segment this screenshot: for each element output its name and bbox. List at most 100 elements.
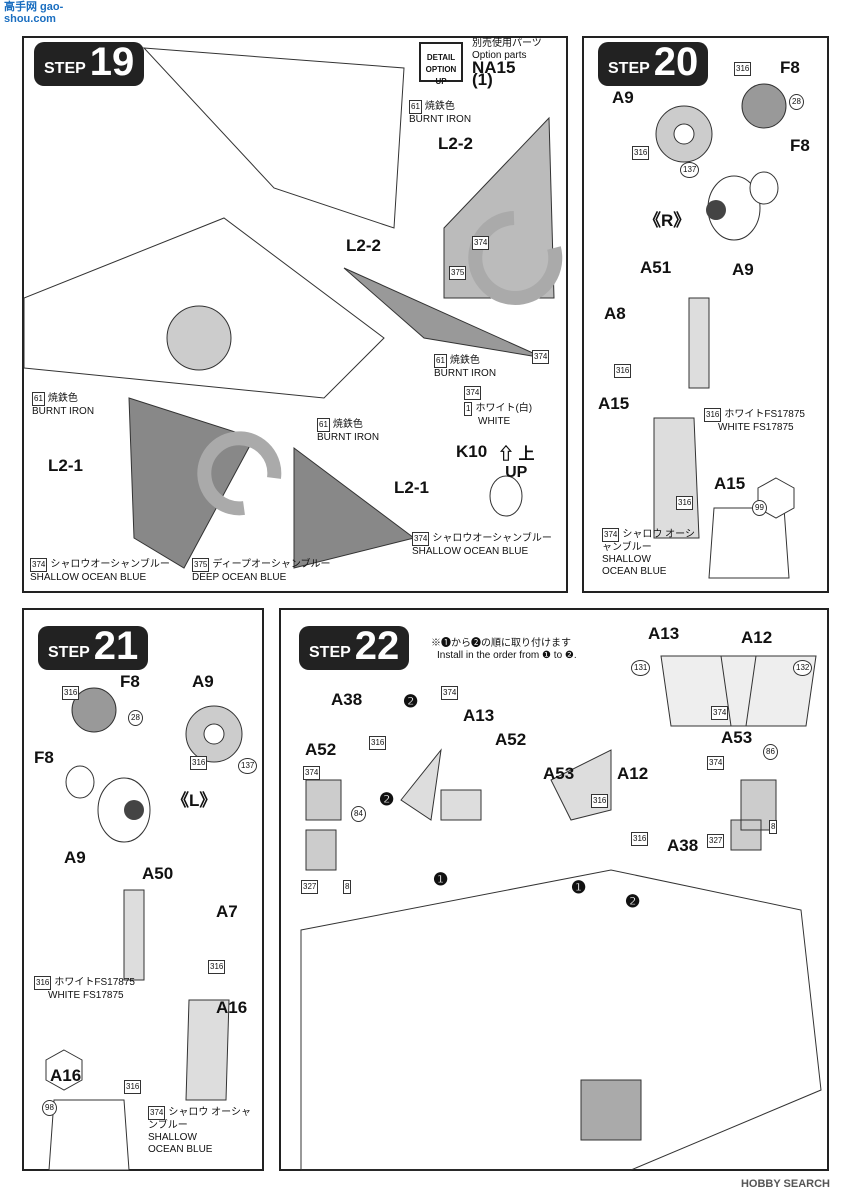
part-label: A51 (640, 258, 672, 277)
label-text: 316 (632, 146, 650, 160)
label-text: ホワイトFS17875 (54, 977, 135, 988)
label-text: NA15 (472, 58, 516, 77)
label-text: 1 (464, 402, 473, 416)
label-text: OCEAN BLUE (148, 1144, 213, 1155)
label-text: 316 (591, 794, 609, 808)
order-marker: ❶ (571, 878, 587, 897)
label-text: 28 (128, 710, 143, 726)
label-text: STEP (309, 644, 351, 661)
part-label: A52 (495, 730, 527, 749)
part-label: F8 (790, 136, 810, 155)
side-label: 《R》 (644, 211, 691, 230)
label-text: ホワイト(白) (475, 403, 533, 414)
part-label: A12 (617, 764, 649, 783)
label-text: WHITE FS17875 (718, 422, 794, 433)
step-19-illustration (24, 47, 563, 569)
label-text: 61 (409, 100, 422, 114)
part-label: A53 (543, 764, 575, 783)
part-label: L2-2 (438, 134, 473, 153)
label-text: 374 (711, 706, 729, 720)
part-label: A13 (648, 624, 680, 643)
part-label: F8 (780, 58, 800, 77)
label-text: シャロウ オーシャンブルー (148, 1107, 251, 1131)
part-label: A9 (732, 260, 754, 279)
part-label: A16 (216, 998, 248, 1017)
label-text: Install in the order from ❶ to ❷. (437, 650, 577, 661)
label-text: STEP (48, 644, 90, 661)
part-label: A9 (192, 672, 214, 691)
label-text: 132 (793, 660, 813, 676)
label-text: BURNT IRON (32, 406, 95, 417)
step-21-illustration (45, 687, 243, 1171)
label-text: 316 (190, 756, 208, 770)
label-text: 327 (707, 834, 725, 848)
label-text: 375 (192, 558, 210, 572)
label-text: 316 (369, 736, 387, 750)
part-label: A52 (305, 740, 337, 759)
part-label: A12 (741, 628, 773, 647)
color-code: 375 (449, 266, 467, 280)
label-text: 316 (734, 62, 752, 76)
label-text: 374 (148, 1106, 166, 1120)
site-logo: 高手网 gao-shou.com (4, 1, 94, 25)
part-label: A15 (714, 474, 746, 493)
label-text: STEP (608, 60, 650, 77)
label-text: 21 (93, 624, 139, 668)
label-text: シャロウオーシャンブルー (432, 533, 552, 544)
order-marker: ❷ (403, 692, 419, 711)
label-text: Option parts (472, 50, 527, 61)
part-label: A7 (216, 902, 238, 921)
label-text: 137 (238, 758, 258, 774)
label-text: SHALLOW OCEAN BLUE (30, 572, 147, 583)
label-text: 131 (631, 660, 651, 676)
label-text: UP (505, 464, 528, 481)
label-text: 22 (354, 624, 400, 668)
label-text: 374 (412, 532, 430, 546)
part-label: A9 (64, 848, 86, 867)
label-text: 別売使用パーツ (472, 38, 542, 49)
part-label: A13 (463, 706, 495, 725)
label-text: 焼鉄色 (424, 101, 455, 112)
label-text: ※❶から❷の順に取り付けます (431, 638, 571, 649)
label-text: 8 (343, 880, 352, 894)
label-text: 374 (441, 686, 459, 700)
part-label: A50 (142, 864, 174, 883)
label-text: SHALLOW (602, 554, 651, 565)
label-text: シャロウ オーシャンブルー (602, 529, 695, 553)
label-text: 99 (752, 500, 767, 516)
label-text: 316 (631, 832, 649, 846)
detail-up-badge: DETAIL OPTION UP (419, 42, 463, 86)
part-label: A38 (331, 690, 363, 709)
label-text: 20 (653, 40, 699, 84)
side-label: 《L》 (172, 791, 217, 810)
label-text: 316 (676, 496, 694, 510)
label-text: OCEAN BLUE (602, 566, 667, 577)
order-marker: ❷ (625, 892, 641, 911)
label-text: ホワイトFS17875 (724, 409, 805, 420)
label-text: 8 (769, 820, 778, 834)
label-text: BURNT IRON (434, 368, 497, 379)
label-text: 61 (317, 418, 330, 432)
label-text: ディープオーシャンブルー (212, 559, 331, 570)
step-20-illustration (653, 83, 795, 579)
label-text: 327 (301, 880, 319, 894)
label-text: 316 (614, 364, 632, 378)
label-text: 61 (32, 392, 45, 406)
label-text: 374 (707, 756, 725, 770)
label-text: BURNT IRON (409, 114, 472, 125)
label-text: 316 (34, 976, 52, 990)
